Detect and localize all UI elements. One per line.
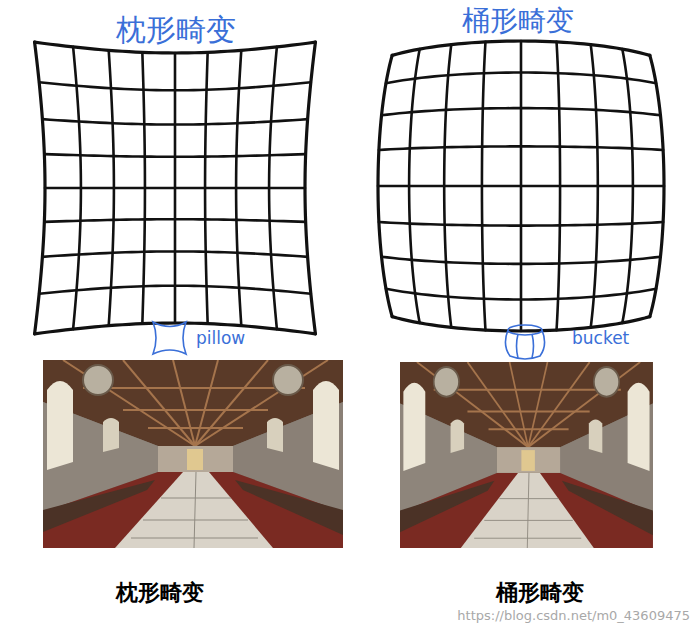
distortion-grids: [35, 41, 664, 334]
grid-line: [591, 45, 598, 328]
grid-line: [305, 42, 315, 334]
grid-line: [236, 50, 241, 325]
grid-line: [42, 251, 307, 256]
handwritten-title: 枕形畸变: [116, 12, 236, 48]
barrel-photo: [400, 362, 653, 548]
bucket-sketch: [505, 325, 544, 359]
grid-line: [386, 289, 656, 300]
grid-line: [379, 222, 663, 226]
grid-line: [205, 52, 208, 323]
grid-line: [382, 257, 661, 264]
grid-line: [269, 47, 277, 329]
grid-line: [650, 55, 664, 316]
watermark: https://blog.csdn.net/m0_43609475: [457, 608, 690, 624]
grid-line: [35, 323, 316, 334]
grid-line: [378, 185, 664, 188]
grid-line: [35, 42, 45, 334]
handwritten-note: bucket: [572, 328, 629, 348]
grid-line: [557, 42, 561, 330]
pincushion-grid: [35, 42, 316, 334]
grid-line: [45, 187, 305, 190]
caption-label: 枕形畸变: [116, 580, 204, 606]
grid-line: [39, 286, 311, 294]
grid-line: [44, 219, 305, 222]
barrel-grid: [378, 41, 664, 331]
caption-label: 桶形畸变: [496, 580, 584, 606]
pillow-sketch: [153, 322, 186, 354]
handwritten-title: 桶形畸变: [462, 4, 574, 38]
handwritten-note: pillow: [196, 328, 245, 348]
grid-line: [622, 49, 633, 323]
pincushion-photo: [43, 360, 343, 548]
